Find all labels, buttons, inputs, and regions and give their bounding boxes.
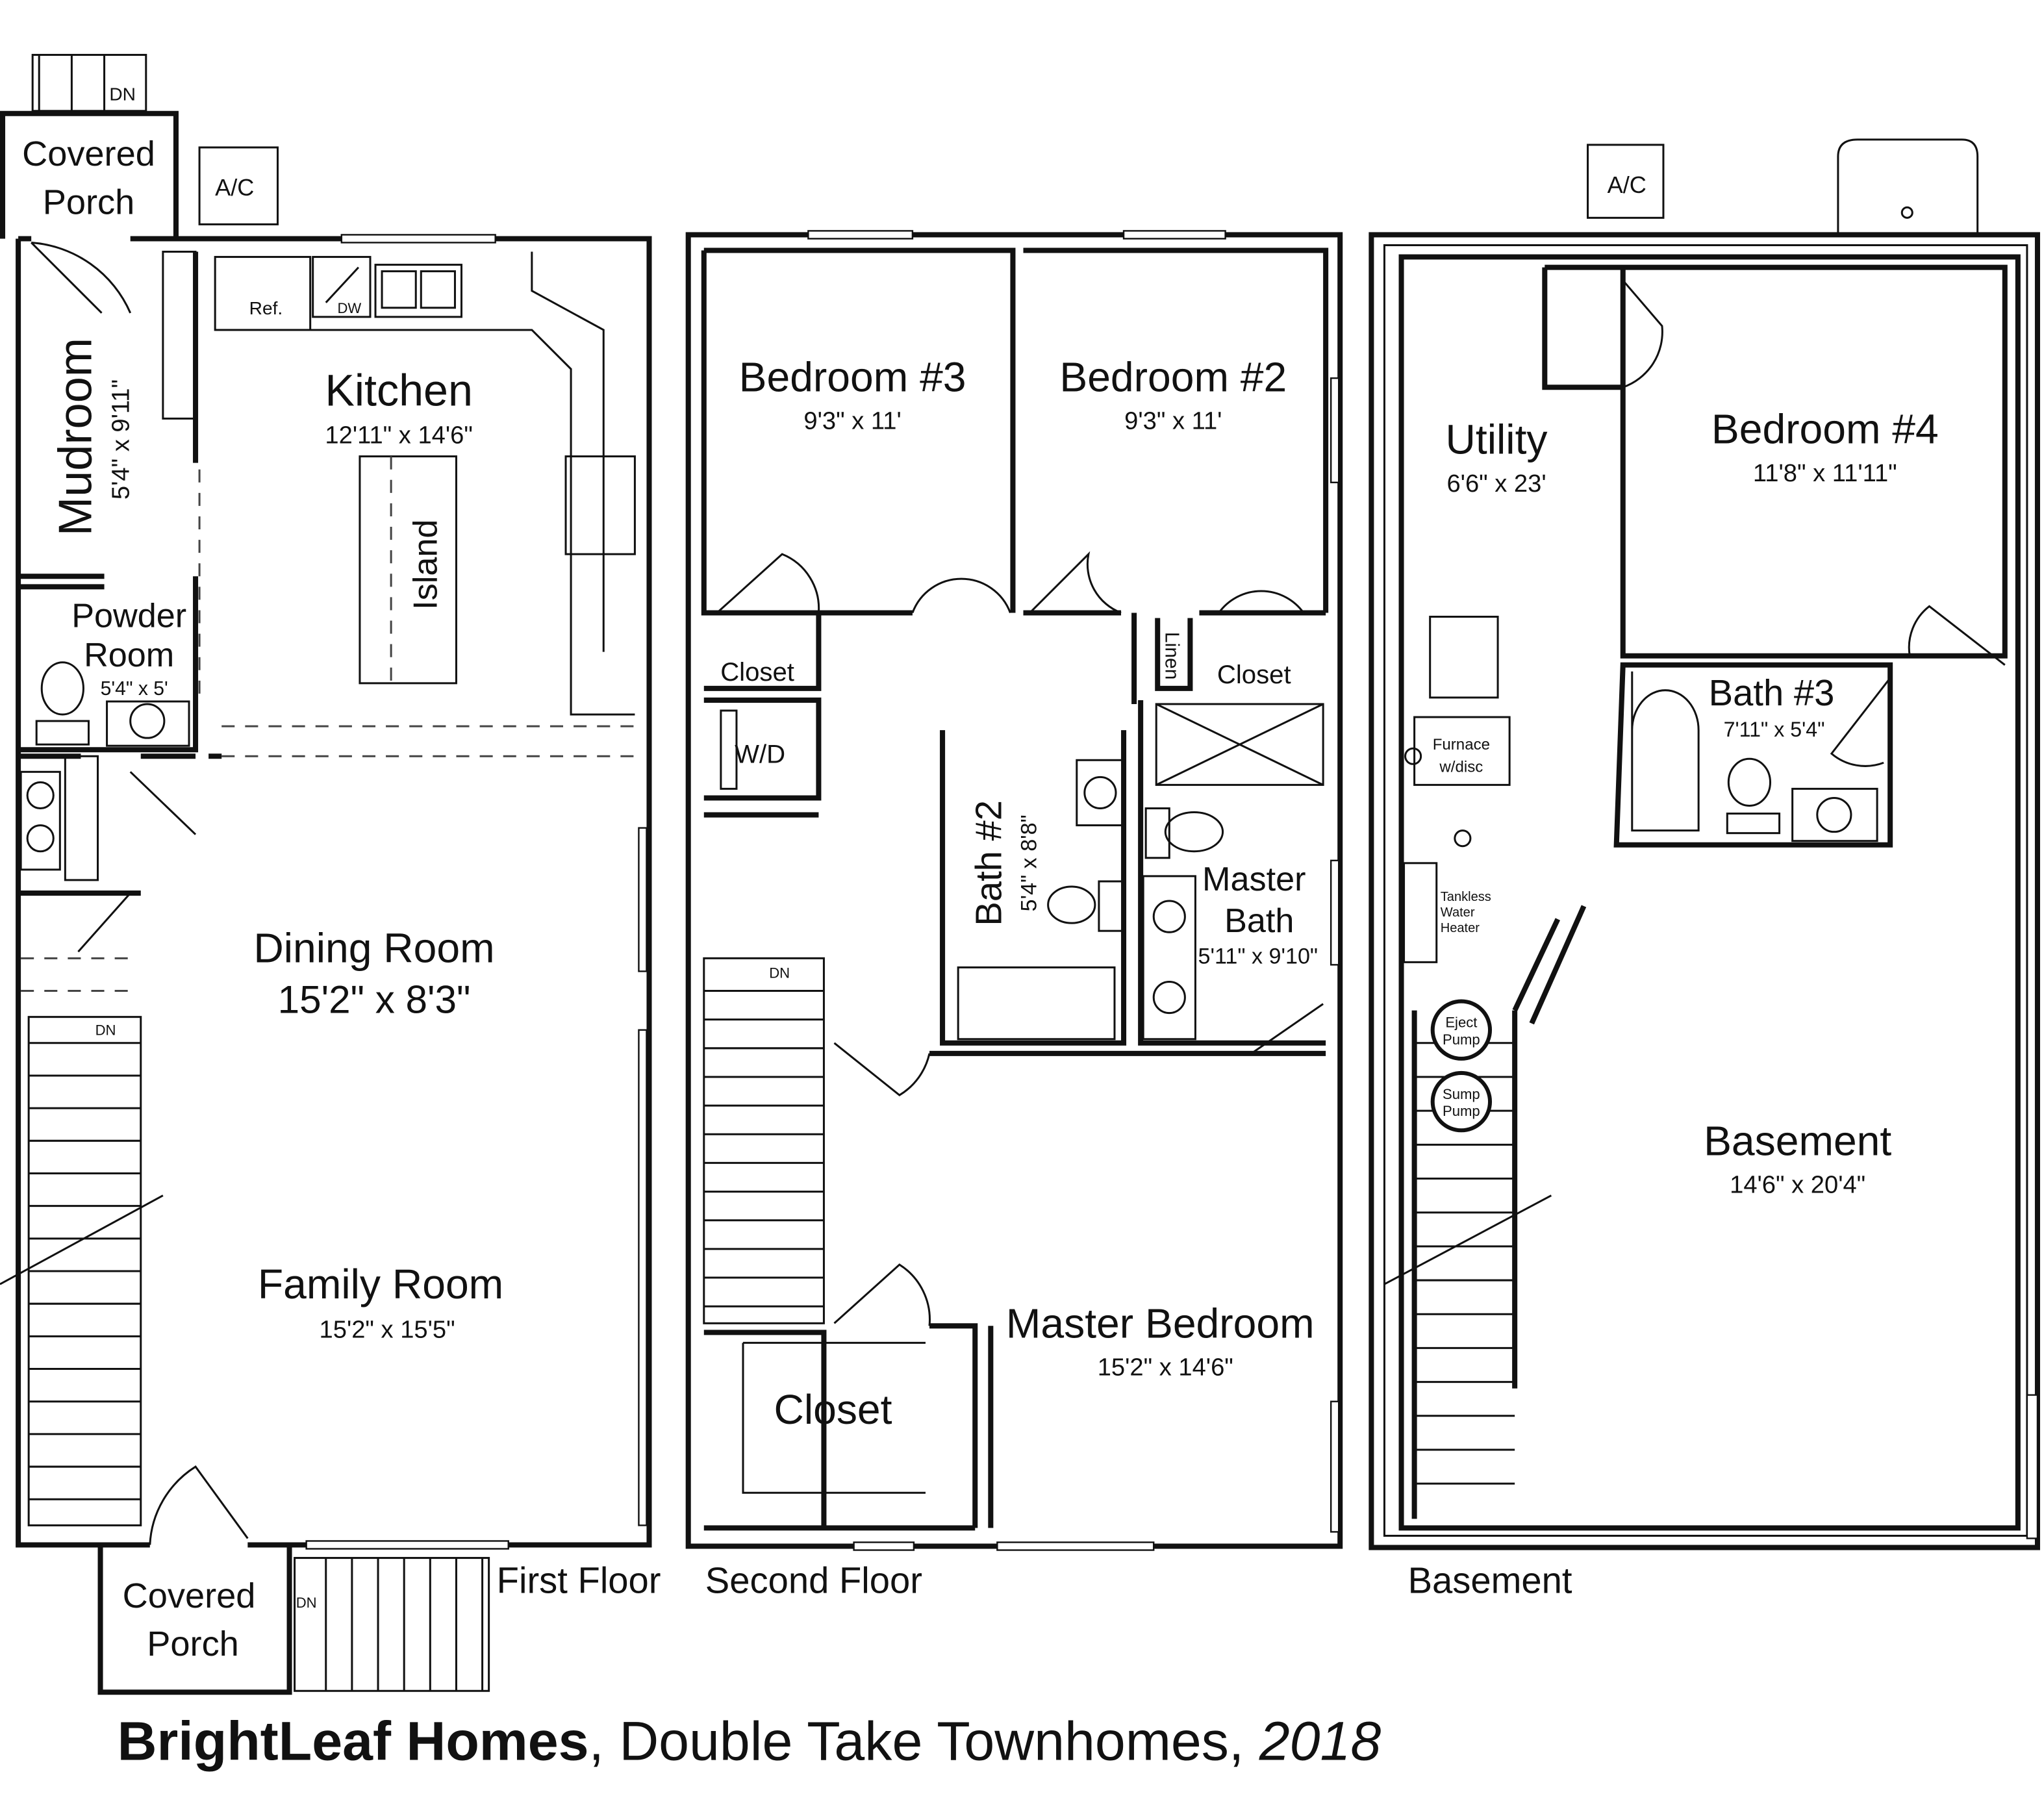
refrigerator (214, 256, 312, 331)
master-closet-label: Closet (774, 1386, 892, 1433)
plan-title: BrightLeaf Homes, Double Take Townhomes,… (118, 1711, 1382, 1772)
bedroom-3-dimensions: 9'3" x 11' (803, 407, 901, 435)
water-heater-label: Heater (1441, 921, 1480, 935)
basement-label: Basement (1704, 1117, 1891, 1164)
closet-label: Closet (1217, 660, 1291, 689)
eject-pump-label: Eject (1445, 1015, 1477, 1031)
basement-dimensions: 14'6" x 20'4" (1730, 1171, 1865, 1199)
brand-name: BrightLeaf Homes (118, 1711, 589, 1772)
mudroom-label: Mudroom (49, 338, 101, 536)
bedroom-4-dimensions: 11'8" x 11'11" (1753, 459, 1897, 487)
island (359, 455, 457, 685)
first-floor-caption: First Floor (497, 1560, 661, 1601)
dn-label: DN (95, 1022, 116, 1039)
first-floor-plan: DN Covered Porch A/C Ref. DW Island Kitc… (0, 53, 661, 1695)
dining-room-dimensions: 15'2" x 8'3" (278, 978, 471, 1022)
ref-label: Ref. (249, 298, 283, 318)
powder-room-label: Room (84, 637, 174, 674)
furnace-label: Furnace (1433, 736, 1490, 753)
bedroom-2-label: Bedroom #2 (1059, 353, 1287, 400)
utility-dimensions: 6'6" x 23' (1446, 470, 1546, 498)
ac-label: A/C (215, 174, 254, 201)
kitchen-label: Kitchen (325, 366, 473, 415)
eject-pump-label: Pump (1443, 1031, 1480, 1048)
second-floor-stairs (703, 957, 825, 1324)
washer-dryer-label: W/D (735, 739, 785, 768)
water-heater-label: Tankless (1441, 890, 1491, 904)
ac-unit (198, 146, 279, 225)
front-steps (294, 1557, 490, 1692)
master-bath-dimensions: 5'11" x 9'10" (1198, 944, 1318, 968)
dn-label: DN (769, 965, 790, 981)
furnace-label: w/disc (1439, 758, 1483, 776)
linen-label: Linen (1161, 632, 1182, 680)
sump-pump-label: Sump (1443, 1086, 1480, 1102)
closet-label: Closet (720, 657, 794, 687)
dn-label: DN (109, 84, 136, 105)
eject-pump (1430, 999, 1493, 1061)
master-bath-label: Bath (1224, 902, 1294, 940)
master-bath-label: Master (1202, 861, 1306, 898)
shower (1155, 703, 1324, 786)
range (564, 455, 636, 555)
basement-caption: Basement (1408, 1560, 1572, 1601)
sump-pump-label: Pump (1443, 1103, 1480, 1119)
family-room-label: Family Room (258, 1261, 503, 1308)
development-name: , Double Take Townhomes, (588, 1711, 1259, 1772)
master-bedroom-dimensions: 15'2" x 14'6" (1098, 1354, 1233, 1382)
bathtub (957, 966, 1116, 1041)
family-room-dimensions: 15'2" x 15'5" (320, 1315, 455, 1343)
basement-plan: A/C Utility 6'6" x 23' Bedroom #4 11'8" … (1369, 138, 2040, 1601)
dw-label: DW (337, 300, 361, 316)
master-bedroom-label: Master Bedroom (1006, 1300, 1315, 1346)
water-heater-label: Water (1441, 905, 1475, 920)
covered-porch-label: Covered (22, 134, 155, 173)
utility-label: Utility (1446, 416, 1548, 463)
covered-porch-label: Porch (43, 183, 135, 221)
covered-porch-label: Covered (123, 1576, 256, 1615)
bath-2-dimensions: 5'4" x 8'8" (1017, 815, 1042, 911)
vanity (106, 700, 190, 747)
second-floor-plan: Bedroom #3 9'3" x 11' Bedroom #2 9'3" x … (685, 230, 1343, 1601)
furnace (1413, 716, 1511, 786)
bedroom-3-label: Bedroom #3 (739, 353, 966, 400)
toilet (40, 661, 84, 716)
bedroom-2-dimensions: 9'3" x 11' (1124, 407, 1222, 435)
island-label: Island (407, 520, 444, 610)
kitchen-sink (374, 264, 462, 318)
dishwasher (312, 256, 372, 318)
plan-year: 2018 (1259, 1711, 1382, 1772)
tankless-water-heater (1403, 862, 1438, 963)
dn-label: DN (296, 1595, 317, 1611)
kitchen-dimensions: 12'11" x 14'6" (325, 422, 472, 449)
dining-room-label: Dining Room (253, 924, 494, 971)
ac-unit (1587, 144, 1665, 219)
sump-pump (1430, 1070, 1493, 1133)
bath-3-label: Bath #3 (1709, 672, 1835, 713)
bedroom-4-label: Bedroom #4 (1711, 406, 1939, 453)
ac-label: A/C (1608, 171, 1647, 198)
bath-3-dimensions: 7'11" x 5'4" (1724, 718, 1825, 741)
bath-2-label: Bath #2 (968, 800, 1009, 926)
mudroom-dimensions: 5'4" x 9'11" (107, 379, 135, 499)
covered-porch-label: Porch (147, 1624, 239, 1663)
powder-room-label: Powder (71, 598, 186, 635)
powder-room-dimensions: 5'4" x 5' (101, 678, 168, 700)
second-floor-caption: Second Floor (705, 1560, 922, 1601)
